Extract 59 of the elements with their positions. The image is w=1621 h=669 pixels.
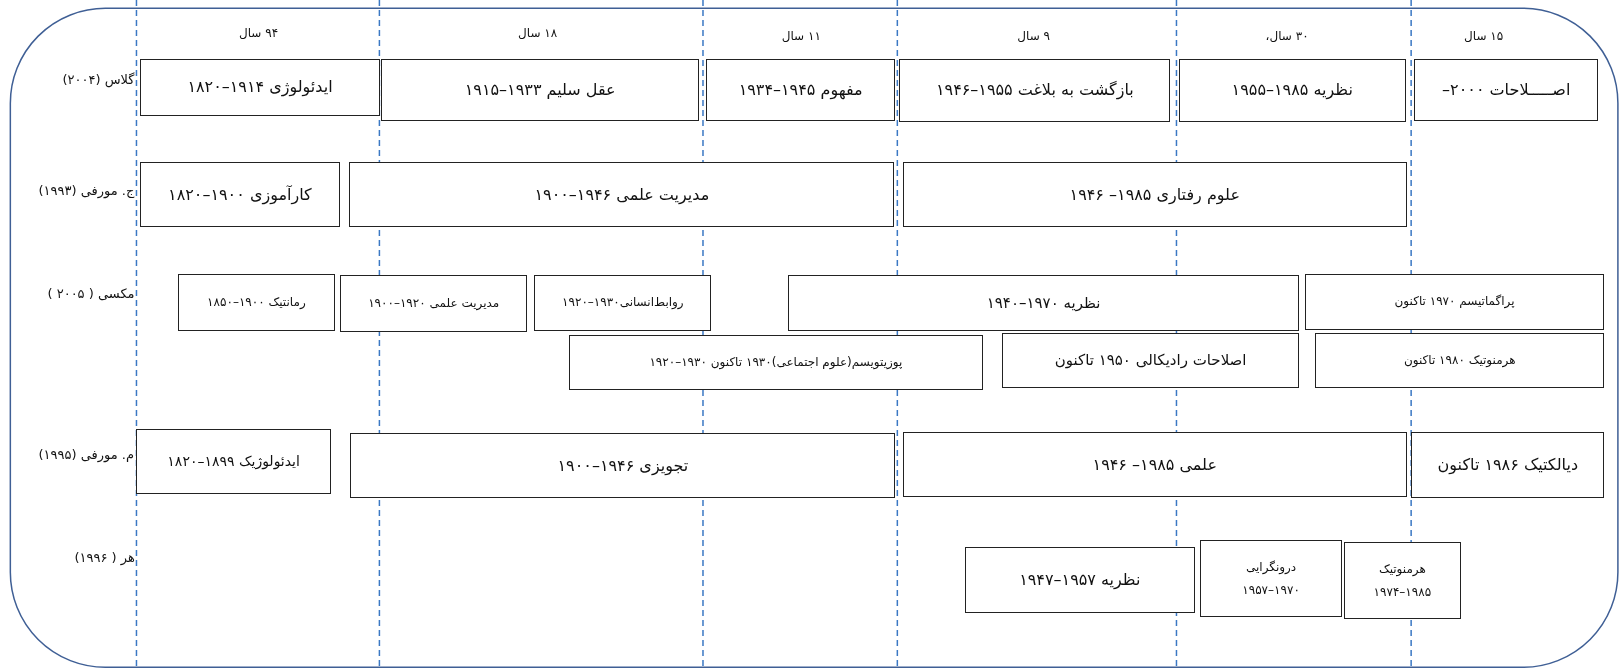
period-box [139, 162, 341, 228]
period-label: هرمنوتیک [1378, 561, 1426, 577]
period-box [902, 162, 1407, 228]
period-label: عقل سلیم ۱۹۳۳–۱۹۱۵ [464, 79, 616, 100]
period-box [349, 162, 895, 228]
author-label: هر ( ۱۹۹۶) [74, 550, 135, 566]
period-label: ۱۹۷۰–۱۹۵۷ [1242, 582, 1300, 598]
period-box [136, 429, 331, 495]
period-label: علوم رفتاری ۱۹۸۵– ۱۹۴۶ [1069, 184, 1240, 205]
period-label: مدیریت علمی ۱۹۲۰–۱۹۰۰ [368, 295, 500, 311]
period-label: اصـــــلاحات ۲۰۰۰– [1442, 79, 1571, 100]
period-label: روابط‌انسانی۱۹۳۰–۱۹۲۰ [562, 295, 684, 311]
period-box [1411, 432, 1605, 499]
period-label: علمی ۱۹۸۵– ۱۹۴۶ [1092, 454, 1217, 475]
period-label: نظریه ۱۹۸۵–۱۹۵۵ [1231, 80, 1353, 101]
period-label: رمانتیک ۱۹۰۰–۱۸۵۰ [207, 294, 306, 310]
duration-label: ۱۵ سال [1464, 28, 1504, 43]
period-box [964, 547, 1196, 614]
duration-label: ۱۸ سال [518, 25, 558, 40]
period-box [177, 274, 335, 331]
duration-label: ۳۰ سال، [1265, 28, 1309, 43]
duration-label: ۹ سال [1017, 28, 1050, 43]
period-label: پوزیتویسم(علوم اجتماعی)۱۹۳۰ تاکنون ۱۹۳۰–۱۹۲۰ [649, 354, 903, 370]
period-box [139, 58, 381, 116]
period-box [534, 275, 712, 331]
period-box [787, 275, 1300, 331]
period-box [1315, 332, 1605, 388]
period-label: دیالکتیک ۱۹۸۶ تاکنون [1437, 455, 1579, 476]
period-label: مفهوم ۱۹۴۵–۱۹۳۴ [738, 79, 863, 100]
period-label: نظریه ۱۹۷۰–۱۹۴۰ [986, 293, 1101, 313]
author-label: مکسی ( ۲۰۰۵ ) [47, 286, 135, 302]
duration-label: ۱۱ سال [781, 28, 821, 43]
period-box [899, 58, 1171, 122]
period-box [1178, 58, 1406, 122]
period-box [568, 335, 984, 390]
period-box [1414, 58, 1599, 121]
period-box [1343, 541, 1461, 620]
period-box [381, 58, 699, 121]
period-label: ایدئولوژیک ۱۸۹۹–۱۸۲۰ [167, 452, 300, 471]
period-box [1001, 332, 1300, 388]
period-box [340, 275, 528, 332]
period-label: ۱۹۸۵–۱۹۷۴ [1373, 584, 1432, 600]
period-box [350, 433, 896, 499]
period-label: تجویزی ۱۹۴۶–۱۹۰۰ [557, 455, 689, 476]
period-label: کارآموزی ۱۹۰۰–۱۸۲۰ [168, 184, 312, 205]
period-label: درونگرایی [1245, 559, 1297, 575]
period-box [706, 58, 896, 121]
author-label: م. مورفی (۱۹۹۵) [38, 446, 134, 462]
period-label: اصلاحات رادیکالی ۱۹۵۰ تاکنون [1054, 350, 1247, 370]
period-box [1304, 274, 1605, 330]
period-label: نظریه ۱۹۵۷–۱۹۴۷ [1019, 570, 1141, 591]
period-box [1200, 539, 1342, 618]
period-label: مدیریت علمی ۱۹۴۶–۱۹۰۰ [534, 184, 710, 205]
duration-label: ۹۴ سال [238, 25, 279, 40]
period-label: بازگشت به بلاغت ۱۹۵۵–۱۹۴۶ [935, 80, 1134, 101]
period-label: ایدئولوژی ۱۹۱۴–۱۸۲۰ [187, 77, 333, 98]
period-label: پراگماتیسم ۱۹۷۰ تاکنون [1394, 294, 1515, 310]
period-box [902, 432, 1407, 498]
period-label: هرمنوتیک ۱۹۸۰ تاکنون [1403, 352, 1516, 368]
